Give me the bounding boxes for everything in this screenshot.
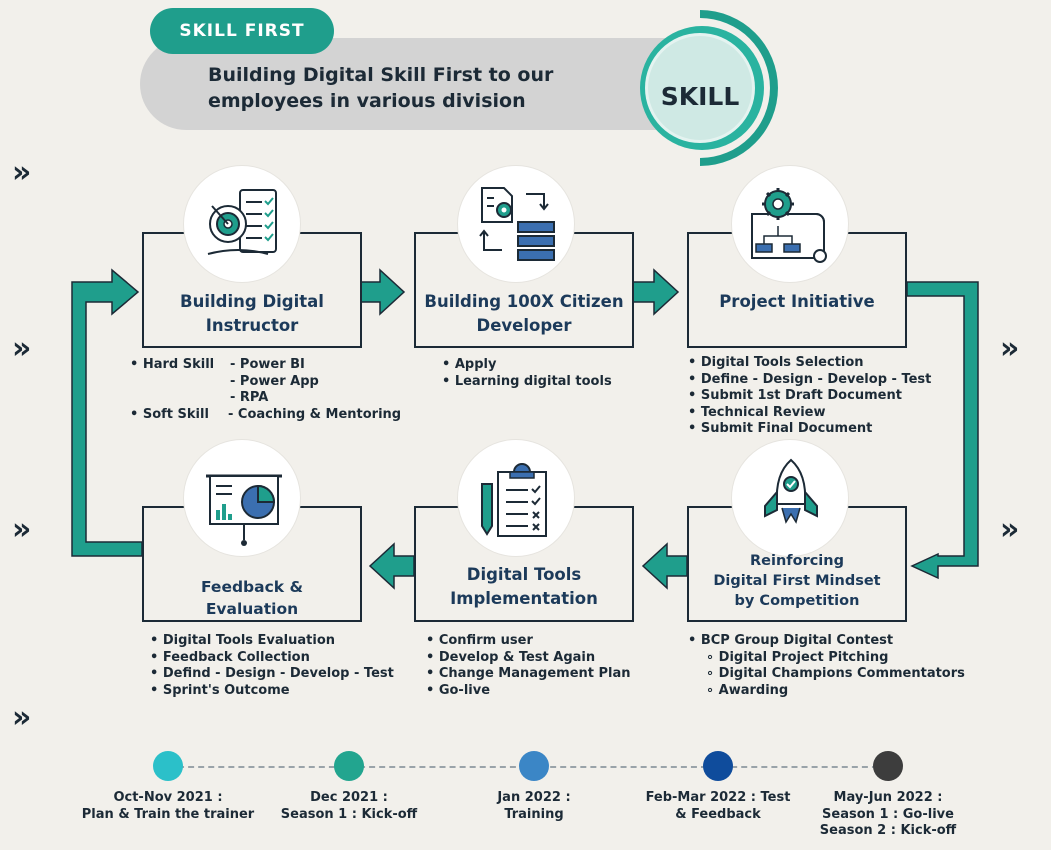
citizen-title-line-2: Developer [476,316,572,335]
reinforcing-bullets: • BCP Group Digital Contest ∘ Digital Pr… [688,633,965,699]
timeline-label: May-Jun 2022 : Season 1 : Go-live Season… [793,790,983,840]
timeline-label-line: Training [504,806,564,822]
rocket-icon [764,458,818,524]
loop-arrow-right-side [906,281,979,580]
timeline-label: Feb-Mar 2022 : Test & Feedback [623,790,813,823]
implementation-bullet: • Change Management Plan [426,666,631,681]
reinforcing-sub-bullet: ∘ Digital Champions Commentators [706,666,965,681]
skill-first-tab: SKILL FIRST [150,8,334,54]
feedback-title-line-1: Feedback & [200,578,304,596]
reinforcing-sub-bullet: ∘ Awarding [706,682,789,698]
initiative-bullet: • Technical Review [688,404,826,420]
bullet-power-app: - Power App [230,374,319,389]
target-checklist-icon [207,189,277,255]
header-description: Building Digital Skill First to our empl… [208,62,628,114]
initiative-bullet: • Digital Tools Selection [688,355,864,370]
reinforcing-bullet: • BCP Group Digital Contest [688,633,894,648]
feedback-bullets: • Digital Tools Evaluation • Feedback Co… [150,633,394,699]
bullet-soft-skill: • Soft Skill [130,407,209,422]
timeline-label-line: Oct-Nov 2021 : [113,790,223,805]
instructor-title-line-2: Instructor [205,316,299,335]
gear-workflow-icon [479,187,555,261]
timeline-label: Jan 2022 : Training [439,790,629,823]
citizen-bullet: • Apply [442,357,497,372]
timeline-dot [153,751,183,781]
implementation-title-line-2: Implementation [450,589,598,608]
reinforcing-title-line-3: by Competition [734,593,860,609]
reinforcing-title-line-1: Reinforcing [750,553,844,569]
timeline-dot [873,751,903,781]
feedback-bullet: • Feedback Collection [150,649,310,665]
initiative-bullet: • Define - Design - Develop - Test [688,371,932,387]
bullet-power-bi: - Power BI [230,357,305,372]
feedback-bullet: • Digital Tools Evaluation [150,633,336,648]
feedback-title: Feedback & Evaluation [142,576,362,620]
feedback-bullet: • Defind - Design - Develop - Test [150,666,394,681]
timeline-label-line: Feb-Mar 2022 : Test [645,790,791,805]
initiative-bullets: • Digital Tools Selection • Define - Des… [688,355,931,438]
implementation-title: Digital Tools Implementation [414,563,634,611]
arrow-left-icon [641,542,688,590]
skill-badge-label: SKILL [660,81,740,111]
initiative-bullet: • Submit 1st Draft Document [688,388,902,403]
feedback-title-line-2: Evaluation [205,600,299,618]
arrow-right-icon [359,268,406,316]
initiative-title: Project Initiative [719,292,875,311]
timeline-label-line: May-Jun 2022 : [833,790,943,805]
instructor-title-line-1: Building Digital [180,292,324,311]
timeline-label-line: Season 1 : Kick-off [280,806,418,822]
presentation-chart-icon [206,474,282,546]
timeline-label-line: & Feedback [675,806,761,822]
bullet-hard-skill: • Hard Skill [130,357,215,372]
bullet-coaching: - Coaching & Mentoring [228,407,402,422]
implementation-bullets: • Confirm user • Develop & Test Again • … [426,633,631,699]
loop-arrow-left-side [71,268,143,557]
implementation-bullet: • Develop & Test Again [426,649,596,665]
header-line-2: employees in various division [208,90,526,112]
timeline-label-line: Dec 2021 : [310,790,388,805]
timeline-label: Oct-Nov 2021 : Plan & Train the trainer [73,790,263,823]
timeline-label-line: Jan 2022 : [497,790,571,805]
instructor-title: Building Digital Instructor [142,290,362,338]
reinforcing-sub-bullet: ∘ Digital Project Pitching [706,649,889,665]
implementation-title-line-1: Digital Tools [466,565,582,584]
bullet-rpa: - RPA [230,390,269,405]
timeline-dot [519,751,549,781]
reinforcing-title: Reinforcing Digital First Mindset by Com… [687,551,907,611]
citizen-title: Building 100X Citizen Developer [414,290,634,338]
initiative-bullet: • Submit Final Document [688,421,873,436]
arrow-left-icon [368,542,415,590]
header-line-1: Building Digital Skill First to our [208,64,554,86]
implementation-bullet: • Confirm user [426,633,533,648]
timeline-label-line: Plan & Train the trainer [81,806,255,822]
feedback-bullet: • Sprint's Outcome [150,682,290,698]
reinforcing-title-line-2: Digital First Mindset [713,573,881,589]
citizen-bullets: • Apply • Learning digital tools [442,357,612,390]
citizen-title-line-1: Building 100X Citizen [424,292,624,311]
timeline-dot [334,751,364,781]
timeline-label-line: Season 2 : Kick-off [819,823,957,838]
timeline-label-line: Season 1 : Go-live [822,806,954,822]
timeline-dot [703,751,733,781]
citizen-bullet: • Learning digital tools [442,373,612,389]
clipboard-checklist-icon [481,463,547,537]
arrow-right-icon [632,268,680,316]
gear-blueprint-icon [751,188,827,263]
skill-badge-graphic [640,10,778,166]
timeline-label: Dec 2021 : Season 1 : Kick-off [254,790,444,823]
implementation-bullet: • Go-live [426,682,491,698]
